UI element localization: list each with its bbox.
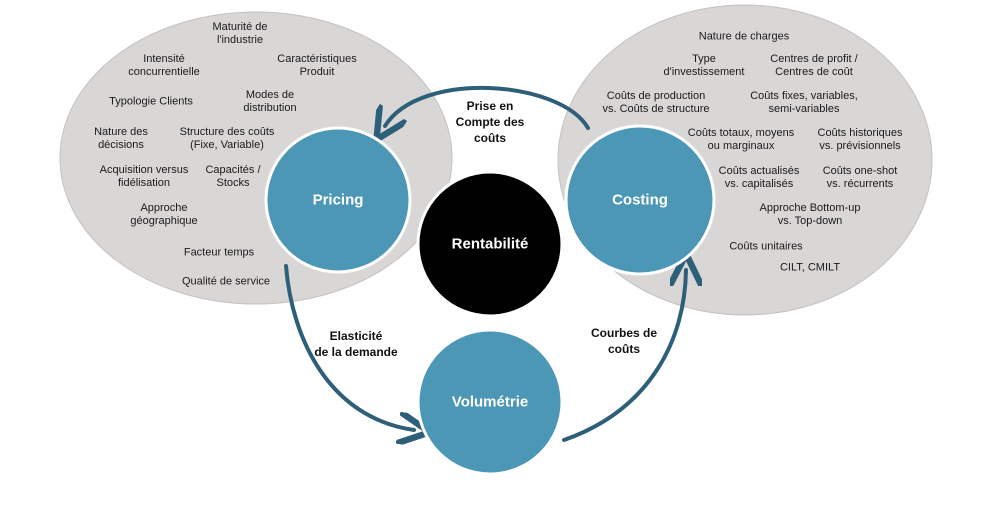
pricing-factor-line: Modes de xyxy=(245,89,295,101)
pricing-factor-line: l'industrie xyxy=(216,34,264,46)
pricing-factor-line: Intensité xyxy=(143,53,185,65)
pricing-factor-line: Nature des xyxy=(94,126,148,138)
arrow-pricing-to-volumetrie xyxy=(284,264,414,430)
costing-factor-line: vs. récurrents xyxy=(826,178,894,190)
pricing-factor-line: Approche xyxy=(140,202,188,214)
costing-factor-line: vs. capitalisés xyxy=(724,178,794,190)
flow-label-top-line: Compte des xyxy=(455,115,525,129)
costing-factor-line: semi-variables xyxy=(768,103,840,115)
pricing-factor-line: Caractéristiques xyxy=(277,53,357,65)
pricing-factor-line: Structure des coûts xyxy=(179,126,275,138)
flow-label-right-line: Courbes de xyxy=(590,326,658,340)
costing-factor: Nature de charges xyxy=(699,31,790,44)
costing-factor-line: Type xyxy=(692,53,716,65)
pricing-factor: Typologie Clients xyxy=(109,96,193,109)
costing-factor: CILT, CMILT xyxy=(780,262,840,275)
flow-label-right: Courbes de coûts xyxy=(591,325,657,357)
costing-factor-line: Coûts totaux, moyens xyxy=(687,127,795,139)
flow-label-left-line: Elasticité xyxy=(329,329,383,343)
pricing-factor-line: fidélisation xyxy=(118,177,170,189)
pricing-factor-line: distribution xyxy=(243,102,297,114)
costing-factor-line: CILT, CMILT xyxy=(779,261,841,274)
pricing-factor-line: Maturité de xyxy=(212,21,268,33)
pricing-factor-line: géographique xyxy=(130,215,198,227)
pricing-label: Pricing xyxy=(312,191,364,209)
costing-factor-line: Centres de coût xyxy=(775,66,853,78)
costing-factor-line: vs. Top-down xyxy=(777,215,843,227)
costing-factor-line: Coûts fixes, variables, xyxy=(750,90,858,102)
costing-factor-line: Coûts actualisés xyxy=(718,165,800,177)
arrow-costing-to-pricing xyxy=(385,85,590,128)
costing-factor-line: vs. Coûts de structure xyxy=(602,103,710,115)
costing-factor-line: vs. prévisionnels xyxy=(819,140,901,152)
costing-factor: Coûts fixes, variables,semi-variables xyxy=(750,90,858,116)
costing-factor-line: Coûts unitaires xyxy=(729,240,803,253)
costing-factor: Centres de profit /Centres de coût xyxy=(770,53,857,79)
flow-label-top-line: Prise en xyxy=(466,99,514,113)
pricing-factor: Structure des coûts(Fixe, Variable) xyxy=(180,126,275,152)
costing-label: Costing xyxy=(612,191,668,209)
flow-label-top-line: coûts xyxy=(473,131,506,145)
costing-factor-line: Coûts de production xyxy=(606,90,706,102)
pricing-factor-line: Acquisition versus xyxy=(99,164,189,176)
pricing-factor-line: Qualité de service xyxy=(181,275,271,288)
costing-factor-line: Approche Bottom-up xyxy=(759,202,861,214)
costing-factor-line: Centres de profit / xyxy=(770,53,858,65)
flow-label-right-line: coûts xyxy=(607,342,641,356)
pricing-factor-line: Facteur temps xyxy=(183,246,255,259)
pricing-factor-line: Capacités / xyxy=(205,164,261,176)
flow-label-left-line: de la demande xyxy=(314,345,398,359)
pricing-factor: Facteur temps xyxy=(184,247,254,260)
volumetrie-circle xyxy=(416,328,564,476)
pricing-circle xyxy=(264,126,412,274)
costing-factor-line: d'investissement xyxy=(663,66,745,78)
costing-factor-line: Coûts historiques xyxy=(817,127,903,139)
pricing-factor: Qualité de service xyxy=(182,276,270,289)
rentabilite-circle xyxy=(416,170,564,318)
costing-circle xyxy=(564,124,716,276)
pricing-factor-line: (Fixe, Variable) xyxy=(190,139,264,151)
pricing-factor-line: Produit xyxy=(299,66,335,78)
pricing-factor-line: Typologie Clients xyxy=(109,95,193,108)
costing-factor-line: Coûts one-shot xyxy=(822,165,898,177)
flow-label-top: Prise en Compte des coûts xyxy=(456,98,525,146)
costing-factor: Coûts unitaires xyxy=(729,241,802,254)
flow-label-left: Elasticité de la demande xyxy=(314,328,397,360)
pricing-factor-line: décisions xyxy=(98,139,144,151)
pricing-factor-line: Stocks xyxy=(216,177,250,189)
arrow-volumetrie-to-costing xyxy=(562,270,686,442)
costing-factor-line: ou marginaux xyxy=(707,140,775,152)
costing-factor-line: Nature de charges xyxy=(698,30,790,43)
pricing-factor: Capacités /Stocks xyxy=(205,164,260,190)
volumetrie-label: Volumétrie xyxy=(451,393,529,411)
pricing-factor-line: concurrentielle xyxy=(128,66,200,78)
rentabilite-label: Rentabilité xyxy=(451,235,529,253)
